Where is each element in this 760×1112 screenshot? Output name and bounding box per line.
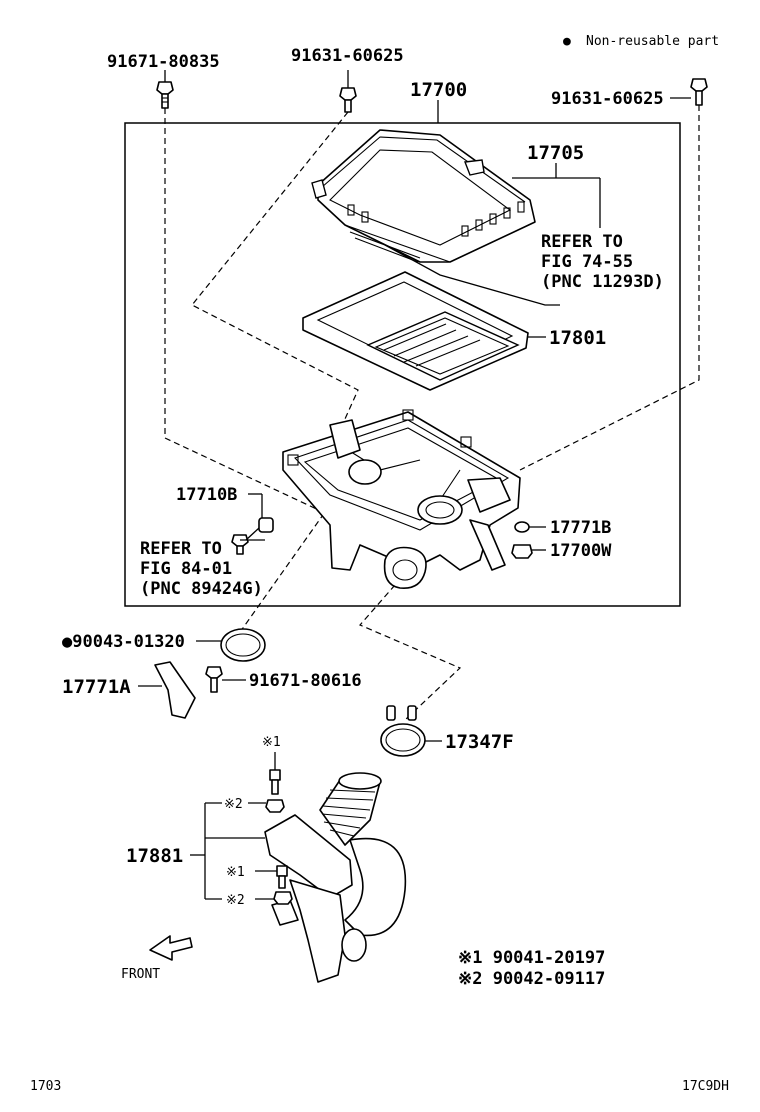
front-label: FRONT [121,967,160,982]
refer-74-55-line2: FIG 74-55 [541,252,633,272]
filter-element-17801 [302,271,529,391]
bolt-91631-60625-left [339,87,357,113]
label-17705: 17705 [527,142,584,164]
dash-bolt-mid [191,111,359,431]
label-17700: 17700 [410,79,467,101]
air-cleaner-cover-17705 [311,129,536,263]
clamp-17347F [380,705,442,757]
intake-hose-17881 [264,772,407,983]
note-mark1: ※1 90041-20197 [458,948,605,968]
label-17771A: 17771A [62,676,131,698]
callout-17881 [190,802,266,900]
refer-74-55-line1: REFER TO [541,232,623,252]
label-91631-60625-right: 91631-60625 [551,89,664,109]
dash-bolt-left [164,108,341,521]
label-91671-80835: 91671-80835 [107,52,220,72]
legend: ● Non-reusable part [563,34,719,49]
air-cleaner-case [282,409,521,589]
legend-bullet-icon: ● [563,34,571,49]
dash-gasket [237,504,331,636]
bolt-mark1-top [269,752,281,795]
dash-bolt-right [519,105,700,471]
label-17771B: 17771B [550,518,611,538]
legend-text: Non-reusable part [586,34,719,49]
footer-right: 17C9DH [682,1079,729,1094]
bolt-91671-80616 [205,666,246,693]
grommet-17771B [514,521,546,533]
gasket-90043-01320 [196,628,266,662]
grommet-17710B [231,493,274,555]
label-17801: 17801 [549,327,606,349]
refer-84-01-line3: (PNC 89424G) [140,579,263,599]
bolt-91631-60625-right [690,78,708,106]
bracket-17771A [138,661,196,719]
mark2-low-label: ※2 [226,893,245,908]
label-91631-60625-left: 91631-60625 [291,46,404,66]
mark2-top-label: ※2 [224,797,243,812]
note-mark2: ※2 90042-09117 [458,969,605,989]
label-17710B: 17710B [176,485,237,505]
mark1-top-label: ※1 [262,735,281,750]
bolt-mark1-low [255,865,288,889]
label-17700W: 17700W [550,541,612,561]
label-17347F: 17347F [445,731,514,753]
nut-mark2-top [265,799,285,813]
collar-17700W [511,544,546,559]
assembly-frame [124,122,681,607]
label-91671-80616: 91671-80616 [249,671,362,691]
nut-mark2-low [255,891,293,905]
footer-left: 1703 [30,1079,61,1094]
refer-74-55-line3: (PNC 11293D) [541,272,664,292]
label-17881: 17881 [126,845,183,867]
label-90043-01320: ●90043-01320 [62,632,185,652]
callout-17705 [384,163,601,306]
bolt-91671-80835 [156,81,174,109]
mark1-low-label: ※1 [226,865,245,880]
front-arrow-icon [149,935,193,961]
refer-84-01-line2: FIG 84-01 [140,559,232,579]
refer-84-01-line1: REFER TO [140,539,222,559]
